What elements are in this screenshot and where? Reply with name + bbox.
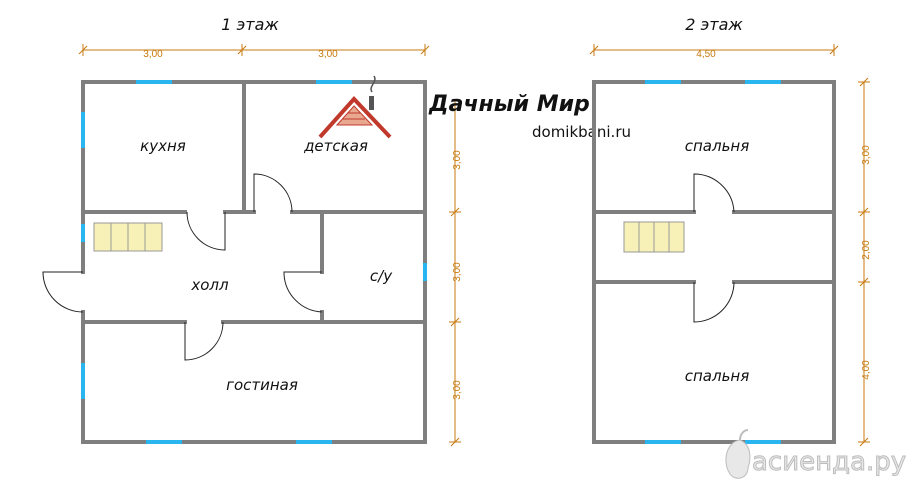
floor1-dim-side-3: 3,00 bbox=[452, 380, 463, 400]
floor1-doors bbox=[42, 173, 323, 361]
room-bedroom-top-label: спальня bbox=[685, 137, 750, 155]
floor2-windows bbox=[645, 80, 781, 444]
floor2-doors bbox=[693, 173, 735, 323]
bell-pepper-icon bbox=[725, 429, 751, 479]
floor1-windows bbox=[81, 80, 427, 444]
room-kitchen-label: кухня bbox=[140, 137, 186, 155]
floor2-walls bbox=[592, 80, 836, 444]
floor2-dim-side-3: 4,00 bbox=[861, 360, 872, 380]
room-living-label: гостиная bbox=[226, 376, 298, 394]
floor2-dim-side-1: 3,00 bbox=[861, 145, 872, 165]
floor2-dim-side-2: 2,00 bbox=[861, 240, 872, 260]
room-bedroom-bottom-label: спальня bbox=[685, 367, 750, 385]
house-roof-logo bbox=[318, 75, 392, 139]
floor1-side-dimension bbox=[449, 100, 461, 447]
room-bath-label: с/у bbox=[370, 267, 393, 285]
room-hall-label: холл bbox=[190, 276, 229, 294]
brand-site: domikbani.ru bbox=[532, 123, 631, 141]
floor2-title: 2 этаж bbox=[685, 15, 743, 34]
floor1-dim-side-1: 3,00 bbox=[452, 150, 463, 170]
floor2-plan: 2 этаж 4,50 bbox=[589, 15, 872, 447]
floor1-stairs bbox=[93, 222, 163, 252]
floor1-dim-top-right: 3,00 bbox=[318, 49, 338, 60]
watermark-text: асиенда.ру bbox=[752, 447, 906, 477]
brand-name: Дачный Мир bbox=[428, 92, 590, 117]
floor2-dim-top: 4,50 bbox=[696, 49, 716, 60]
floor1-dim-top-left: 3,00 bbox=[143, 49, 163, 60]
floor1-dim-side-2: 3,00 bbox=[452, 262, 463, 282]
floor2-top-dimension bbox=[589, 44, 839, 56]
floor2-side-dimension bbox=[858, 77, 870, 447]
floor1-title: 1 этаж bbox=[221, 15, 279, 34]
watermark: асиенда.ру bbox=[725, 429, 907, 479]
floor1-plan: 1 этаж 3,00 3,00 bbox=[42, 15, 463, 447]
floor1-top-dimension bbox=[78, 44, 430, 56]
floor2-stairs bbox=[623, 221, 685, 253]
room-kids-label: детская bbox=[303, 137, 368, 155]
